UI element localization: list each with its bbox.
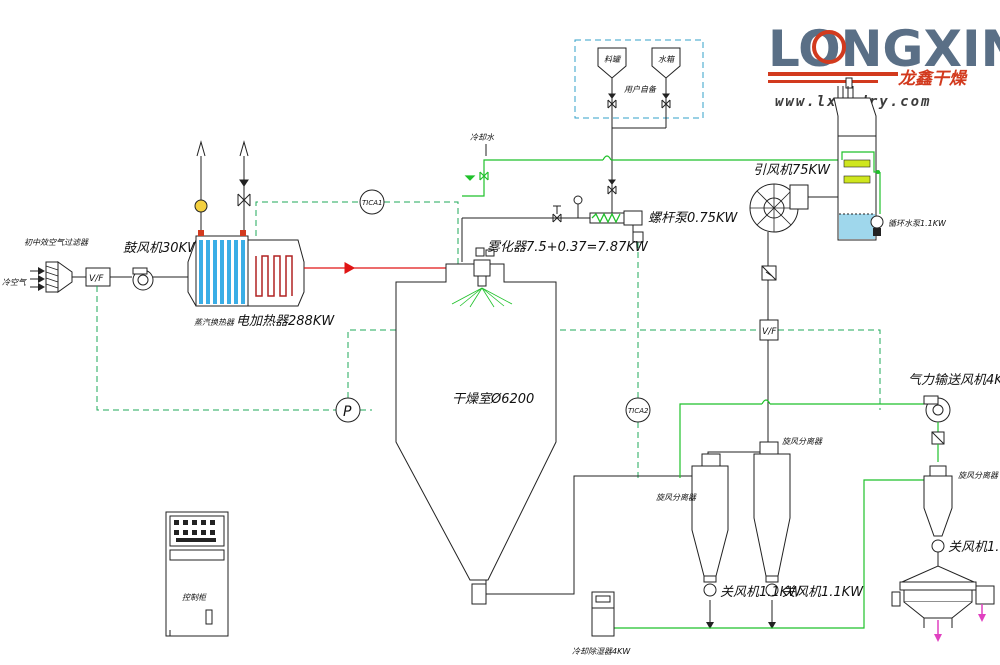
drying-chamber-label: 干燥室Ø6200 bbox=[452, 391, 534, 407]
atomizer-label: 雾化器7.5+0.37=7.87KW bbox=[487, 240, 649, 255]
pneumatic-conveying-line bbox=[614, 399, 928, 629]
vf-label-2: V/F bbox=[762, 327, 777, 337]
airlock-1-icon bbox=[703, 583, 717, 597]
cold-air-label: 冷空气 bbox=[2, 278, 27, 287]
svg-text:P: P bbox=[343, 404, 352, 420]
drying-chamber bbox=[395, 263, 557, 605]
svg-text:TICA1: TICA1 bbox=[362, 199, 382, 207]
cooler-label: 冷却除湿器4KW bbox=[572, 647, 631, 656]
circulation-pump-label: 循环水泵1.1KW bbox=[888, 219, 947, 228]
user-supplied-label: 用户自备 bbox=[624, 85, 657, 94]
steam-heater-icon bbox=[199, 240, 245, 304]
steam-valve-icon bbox=[237, 193, 251, 207]
brand-name-cn: 龙鑫干燥 bbox=[898, 69, 968, 89]
airlock-3-label: 关风机1.1KW bbox=[948, 540, 1000, 555]
svg-text:TICA2: TICA2 bbox=[628, 407, 649, 415]
cooler-unit-icon bbox=[591, 591, 615, 637]
steam-lines bbox=[194, 140, 251, 230]
airlock-2-label: 关风机1.1KW bbox=[782, 585, 864, 600]
cyclone-2-label: 旋风分离器 bbox=[782, 437, 823, 446]
airlock-2-icon bbox=[765, 583, 779, 597]
heater-unit: 蒸汽换热器 电加热器288KW bbox=[187, 230, 335, 329]
pressure-gauge: P bbox=[335, 397, 361, 423]
airlock-1-label: 关风机1.1KW bbox=[720, 585, 802, 600]
induced-fan-icon bbox=[749, 183, 809, 233]
control-cabinet-label: 控制柜 bbox=[182, 593, 208, 602]
inlet-section: 冷空气 初中效空气过滤器 V/F 鼓风机30KW bbox=[2, 238, 201, 293]
cyclone-3 bbox=[923, 465, 953, 566]
scrubber-tower bbox=[833, 77, 880, 241]
cooling-water-lines bbox=[462, 155, 842, 197]
vibrating-sieve-icon bbox=[891, 565, 995, 642]
screw-pump-vf-icon bbox=[632, 231, 644, 243]
logo-ring-icon bbox=[812, 30, 846, 64]
cyclone-1-label: 旋风分离器 bbox=[656, 493, 697, 502]
vf-box-2 bbox=[759, 319, 779, 341]
atomizer-icon bbox=[451, 247, 513, 308]
chamber-outlet bbox=[471, 583, 487, 605]
air-filter-icon bbox=[45, 261, 73, 293]
feed-line bbox=[461, 195, 590, 262]
blower-fan-icon bbox=[132, 267, 154, 291]
pneumatic-fan-icon bbox=[923, 395, 951, 462]
steam-heater-label: 蒸汽换热器 bbox=[194, 318, 235, 327]
tank-1-icon bbox=[597, 47, 627, 79]
filter-label: 初中效空气过滤器 bbox=[24, 238, 89, 247]
exhaust-duct bbox=[761, 232, 777, 442]
electric-heater-label: 电加热器288KW bbox=[236, 314, 335, 329]
screw-pump-icon bbox=[589, 210, 643, 226]
cyclone-1 bbox=[691, 453, 729, 629]
circulation-pump-icon bbox=[870, 215, 884, 236]
brand-logo: LONGXIN 龙鑫干燥 www.lxzndry.com bbox=[768, 20, 1000, 110]
airlock-3-icon bbox=[931, 539, 945, 553]
tica2-instrument: TICA2 bbox=[625, 397, 651, 423]
cooling-water-label: 冷却水 bbox=[470, 133, 495, 142]
feed-tanks-box: 料罐 水箱 用户自备 bbox=[574, 39, 704, 212]
tank-2-icon bbox=[651, 47, 681, 79]
cyclone-2 bbox=[753, 441, 791, 629]
electric-heater-icon bbox=[255, 255, 293, 297]
vf-label-1: V/F bbox=[89, 274, 104, 284]
screw-pump-label: 螺杆泵0.75KW bbox=[648, 211, 738, 226]
cyclone-3-label: 旋风分离器 bbox=[958, 471, 999, 480]
tica1-instrument: TICA1 bbox=[359, 189, 385, 215]
blower-label: 鼓风机30KW bbox=[123, 241, 201, 256]
induced-fan-label: 引风机75KW bbox=[753, 163, 831, 178]
control-cabinet-icon bbox=[165, 511, 229, 637]
tank-1-label: 料罐 bbox=[604, 55, 622, 64]
tank-2-label: 水箱 bbox=[658, 55, 676, 64]
brand-name: LONGXIN bbox=[768, 20, 1000, 78]
steam-trap-icon bbox=[194, 199, 208, 213]
pneumatic-fan-label: 气力输送风机4KW bbox=[908, 373, 1000, 388]
